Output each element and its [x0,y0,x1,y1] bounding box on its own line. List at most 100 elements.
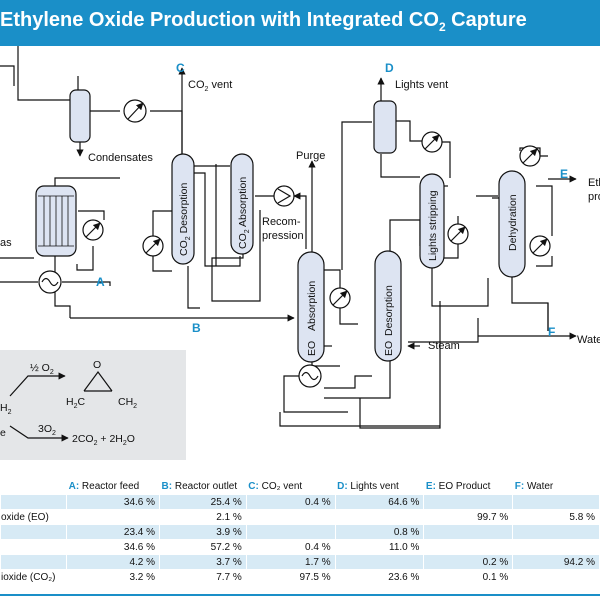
table-cell: 2.1 % [159,509,247,525]
table-cell: 97.5 % [245,569,336,585]
co2-vent-label: CO2 vent [188,79,232,93]
compressor-icon [273,185,295,207]
eo-absorption-column [297,251,325,363]
stream-d-label: D [385,61,394,75]
heat-exchanger-icon [529,235,551,257]
epoxide-oxygen-label: O [93,359,101,371]
heat-exchanger-icon [123,99,147,123]
reaction-o2-label: ½ O2 [30,362,54,376]
table-row: 34.6 %25.4 %0.4 %64.6 % [0,494,600,510]
heat-exchanger-icon [421,131,443,153]
table-cell: 64.6 % [334,494,425,510]
table-cell [423,524,514,540]
table-cell [512,524,600,540]
table-cell [334,509,425,525]
table-row-label [0,524,68,540]
eo-absorption-label: Absorption [306,281,318,331]
table-cell [245,509,336,525]
table-header-a: A: Reactor feed [68,480,140,492]
table-row-label [0,539,68,555]
reactant-fragment: H2 [0,402,12,416]
table-cell: 34.6 % [66,494,161,510]
table-cell [512,539,600,555]
water-label: Water [577,334,600,346]
table-cell: 4.2 % [66,554,161,570]
lights-vent-label: Lights vent [395,79,448,91]
table-header-c: C: CO₂ vent [248,480,303,492]
table-cell: 94.2 % [512,554,600,570]
table-cell [512,569,600,585]
table-header-d: D: Lights vent [337,480,399,492]
table-cell: 1.7 % [245,554,336,570]
feed-exchanger-icon [38,270,62,294]
table-row-label [0,494,68,510]
table-cell [423,494,514,510]
table-cell: 3.7 % [159,554,247,570]
table-cell [334,554,425,570]
table-cell: 34.6 % [66,539,161,555]
stream-e-label: E [560,167,568,181]
gas-label-fragment: as [0,237,12,249]
heat-exchanger-icon [142,235,164,257]
table-row: 4.2 %3.7 %1.7 % 0.2 %94.2 % [0,554,600,570]
table-cell: 23.6 % [334,569,425,585]
steam-label: Steam [428,340,460,352]
lights-stripping-label: Lights stripping [427,190,439,261]
table-cell: 0.8 % [334,524,425,540]
eo-desorption-column [374,250,402,362]
eo-desorption-prefix: EO [383,341,395,356]
eth-product-fragment-1: Eth [588,177,600,189]
epoxide-right-carbon: CH2 [118,396,137,410]
co2-absorption-label: CO2 Absorption [237,177,251,249]
table-cell [423,539,514,555]
table-cell: 25.4 % [159,494,247,510]
page-title: Ethylene Oxide Production with Integrate… [0,9,527,34]
dehydration-label: Dehydration [507,194,519,251]
table-header-row: A: Reactor feed B: Reactor outlet C: CO₂… [1,478,600,495]
reactor-tubes [38,195,74,247]
stream-b-label: B [192,321,201,335]
heat-exchanger-icon [329,287,351,309]
table-cell [245,524,336,540]
epoxide-left-carbon: H2C [66,396,86,410]
table-cell [512,494,600,510]
reaction-products-label: 2CO2 + 2H2O [72,433,135,447]
title-bar: Ethylene Oxide Production with Integrate… [0,0,600,46]
table-header-b: B: Reactor outlet [161,480,238,492]
stream-c-label: C [176,61,185,75]
heat-exchanger-icon [82,219,104,241]
table-cell: 11.0 % [334,539,425,555]
table-cell: 0.1 % [423,569,514,585]
table-cell: 3.2 % [66,569,161,585]
purge-label: Purge [296,150,325,162]
feed-exchanger-icon [298,364,322,388]
dehydration-column [498,170,526,278]
stream-f-label: F [548,325,555,339]
eth-product-fragment-2: pro [588,191,600,203]
table-row: 34.6 %57.2 %0.4 %11.0 % [0,539,600,555]
table-cell: 0.4 % [245,539,336,555]
recompression-label-1: Recom- [262,216,301,228]
bottom-rule [0,594,600,596]
condensates-label: Condensates [88,152,153,164]
process-flow-diagram: C D E A B F CO2 vent Lights vent Condens… [0,46,600,460]
co2-absorption-column [230,153,254,255]
co2-desorption-label: CO2 Desorption [178,182,192,256]
table-cell [66,509,161,525]
table-cell: 23.4 % [66,524,161,540]
heat-exchangers [82,99,551,309]
table-cell: 0.4 % [245,494,336,510]
table-cell: 5.8 % [512,509,600,525]
table-cell: 57.2 % [159,539,247,555]
table-cell: 99.7 % [423,509,514,525]
table-row: ioxide (CO₂)3.2 %7.7 %97.5 %23.6 %0.1 % [0,569,600,585]
process-lines [0,46,577,429]
co2-desorption-column [171,153,195,265]
table-cell: 0.2 % [423,554,514,570]
stream-a-label: A [96,275,105,289]
reaction-scheme: ½ O2 O H2C CH2 H2 e 3O2 2CO2 + 2H2O [0,350,186,460]
lights-vent-drum [373,100,397,154]
table-header-label [1,478,67,495]
heat-exchanger-icon [447,223,469,245]
table-cell: 7.7 % [159,569,247,585]
